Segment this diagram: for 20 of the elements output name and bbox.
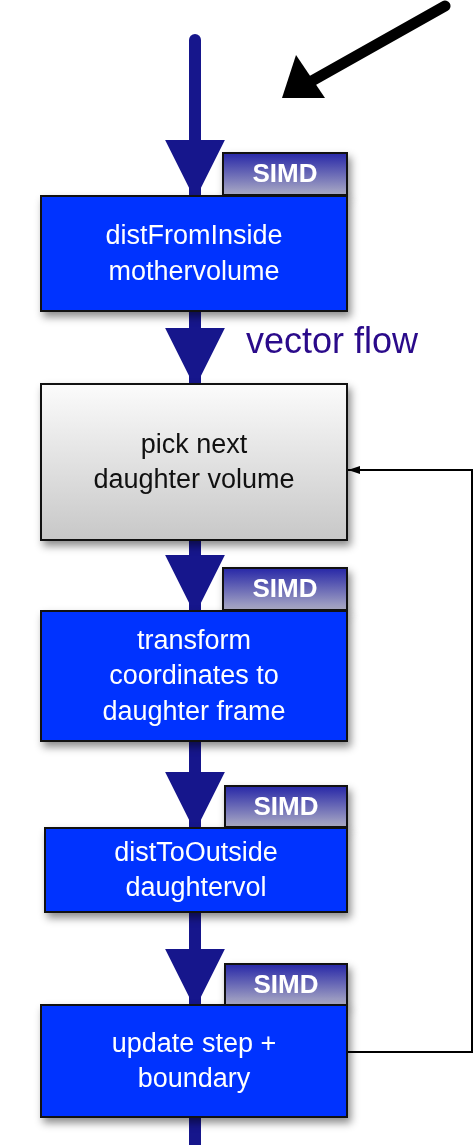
node-text: SIMD — [252, 157, 318, 191]
process-box — [40, 1004, 348, 1118]
node-text: distFromInside mothervolume — [104, 219, 284, 288]
node-text: SIMD — [253, 789, 319, 823]
flow-label: vector flow — [246, 320, 419, 362]
node-text: SIMD — [253, 967, 319, 1001]
simd-tag — [222, 152, 348, 196]
process-box — [40, 610, 348, 742]
process-box — [40, 195, 348, 312]
simd-tag — [222, 567, 348, 611]
process-box — [40, 383, 348, 541]
node-text: SIMD — [252, 572, 318, 606]
node-text: pick next daughter volume — [92, 427, 296, 496]
loop-back-arrow — [347, 465, 473, 1053]
node-text: distToOutside daughtervol — [113, 835, 279, 904]
node-text: update step + boundary — [110, 1026, 278, 1095]
simd-tag — [224, 963, 348, 1006]
node-text: transform coordinates to daughter frame — [101, 624, 287, 728]
process-box — [44, 827, 348, 913]
simd-tag — [224, 785, 348, 828]
